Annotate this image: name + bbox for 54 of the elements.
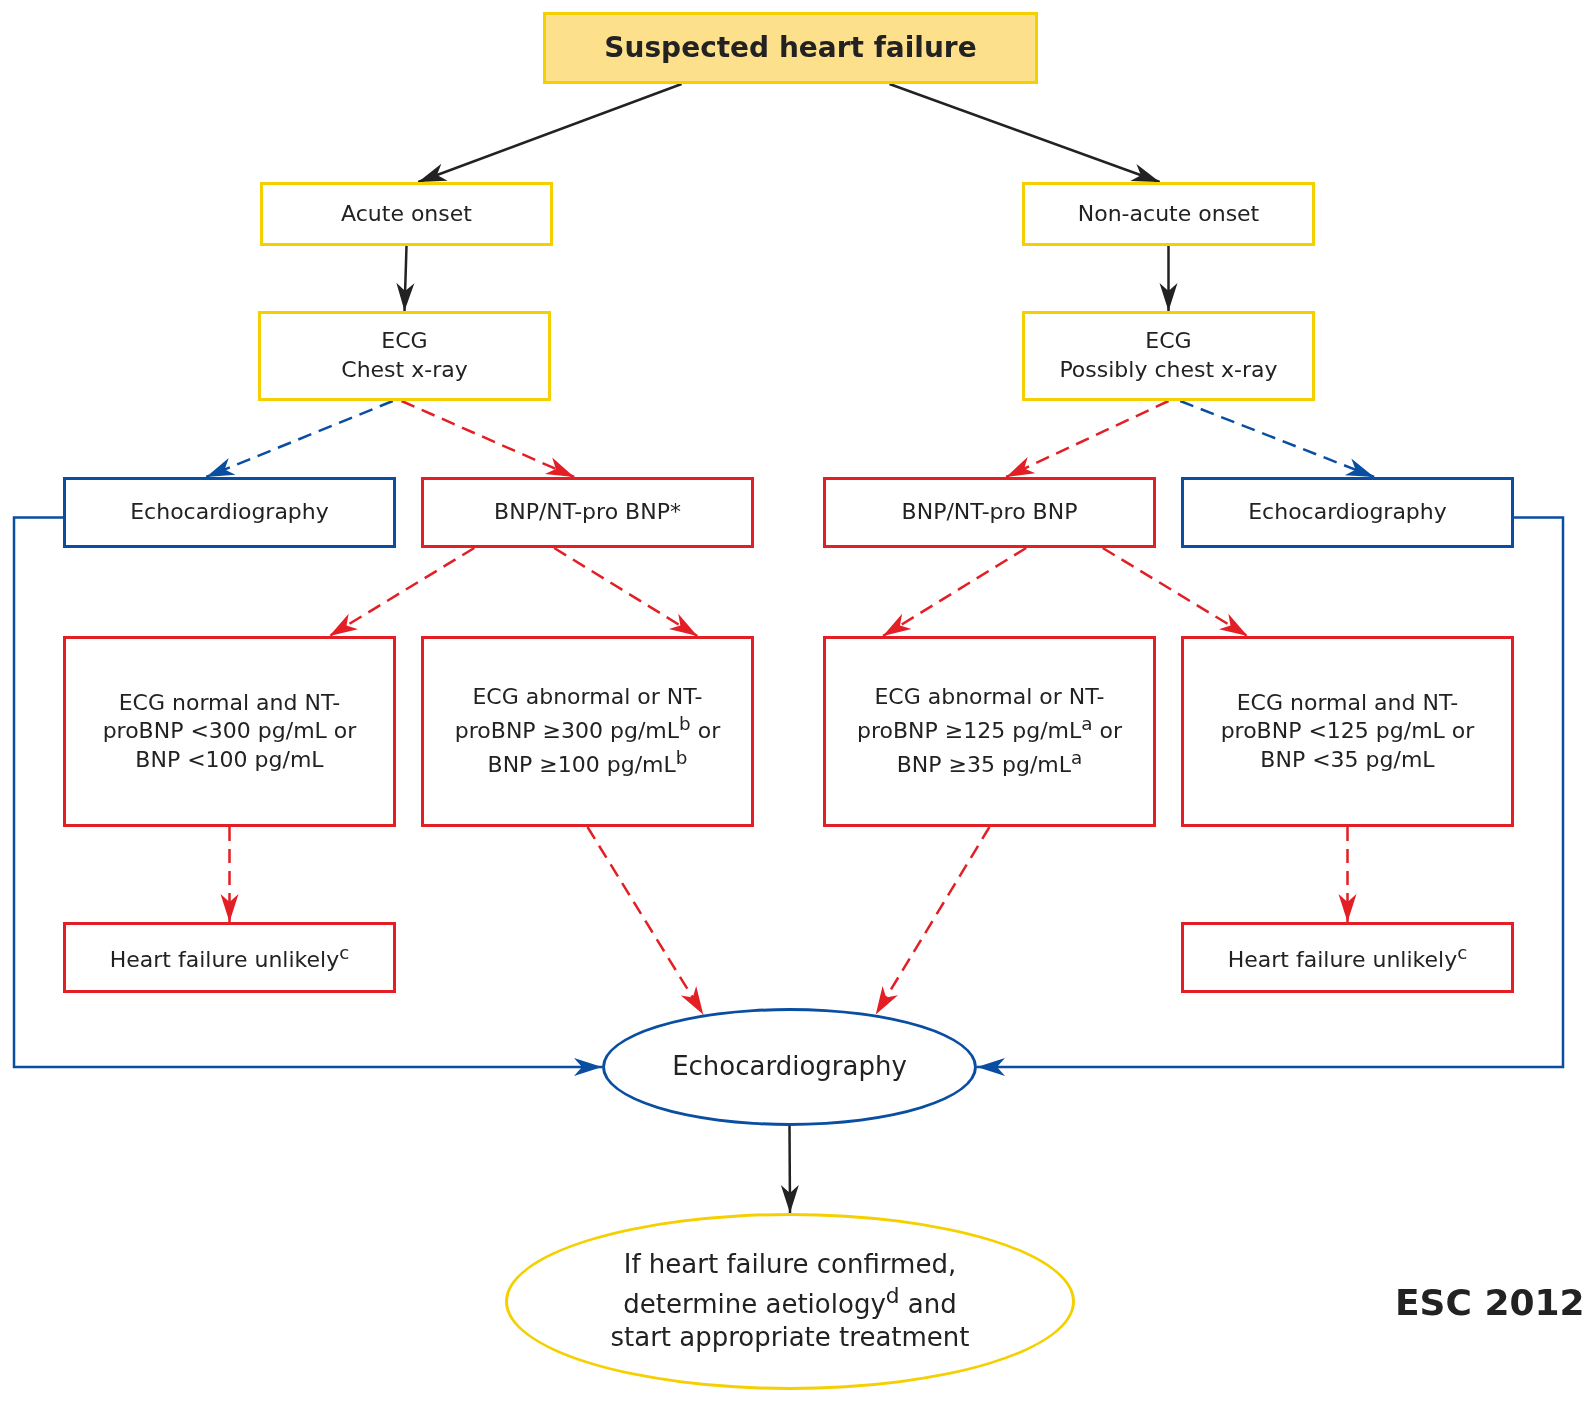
arrow: [417, 82, 683, 184]
process-box: [823, 636, 1156, 827]
process-box: [421, 477, 754, 548]
node-text: If heart failure confirmed, determine aetiology$^{d}$ and start appropriate treatment: [609, 1247, 971, 1355]
arrow: [586, 826, 705, 1016]
node-text: Acute onset: [341, 199, 472, 228]
node-text: ECG abnormal or NT-proBNP ≥125 pg/mL$^{a}$ or BNP ≥35 pg/mL$^{a}$: [856, 683, 1123, 780]
arrow: [1179, 399, 1375, 479]
process-box: [63, 636, 396, 827]
node-text: Suspected heart failure: [604, 29, 977, 66]
node-text: Heart failure unlikely$^{c}$: [1227, 940, 1468, 974]
arrow: [1102, 546, 1249, 638]
arrow: [12, 516, 602, 1076]
process-box: [258, 311, 551, 401]
arrow: [401, 399, 575, 479]
arrow: [889, 82, 1161, 184]
arrow: [874, 826, 991, 1016]
node-text: ECG normal and NT-proBNP <300 pg/mL or BNP <100 pg/mL: [101, 688, 358, 774]
process-box: [1181, 636, 1514, 827]
arrow: [1159, 246, 1178, 311]
arrow: [1005, 399, 1170, 479]
arrow: [882, 546, 1027, 638]
process-box: [823, 477, 1156, 548]
arrow: [553, 546, 699, 638]
arrow: [1338, 827, 1357, 922]
node-text: Echocardiography: [130, 498, 329, 527]
node-text: Echocardiography: [1248, 498, 1447, 527]
node-text: Possibly chest x-ray: [1059, 356, 1278, 384]
node-text: Echocardiography: [672, 1050, 907, 1084]
node-text: Non-acute onset: [1077, 199, 1260, 228]
process-box: [1181, 477, 1514, 548]
node-text: Chest x-ray: [341, 356, 468, 384]
node-text: ECG: [381, 327, 428, 356]
arrow: [396, 245, 415, 312]
process-box: [421, 636, 754, 827]
node-text: BNP/NT-pro BNP*: [494, 498, 681, 527]
source-note: ESC 2012: [1395, 1282, 1585, 1323]
process-box: [63, 477, 396, 548]
arrow: [780, 1126, 799, 1213]
node-text: ECG: [1145, 327, 1192, 356]
arrow: [220, 827, 239, 922]
process-box: [1022, 311, 1315, 401]
process-box: [543, 12, 1038, 84]
arrow: [205, 399, 394, 479]
node-text: Heart failure unlikely$^{c}$: [109, 940, 350, 974]
arrow: [977, 516, 1565, 1076]
node-text: ECG abnormal or NT-proBNP ≥300 pg/mL$^{b}$ or BNP ≥100 pg/mL$^{b}$: [453, 683, 722, 780]
process-box: [260, 182, 553, 246]
arrow: [328, 546, 475, 638]
process-box: [63, 922, 396, 993]
process-box: [1181, 922, 1514, 993]
node-text: ECG normal and NT-proBNP <125 pg/mL or BNP <35 pg/mL: [1219, 688, 1476, 774]
process-box: [1022, 182, 1315, 246]
node-text: BNP/NT-pro BNP: [901, 498, 1078, 527]
